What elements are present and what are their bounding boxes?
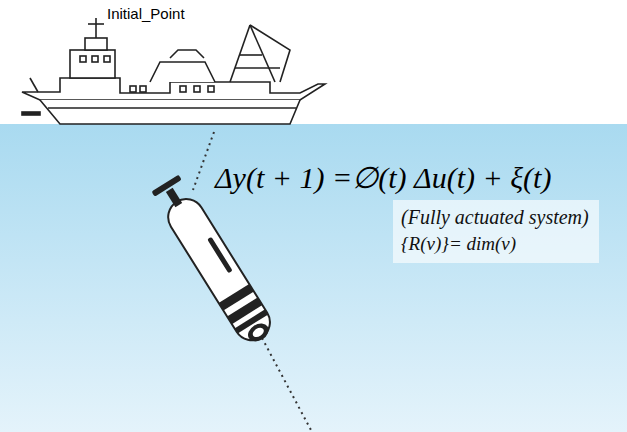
- auv: [150, 174, 278, 349]
- note-box: (Fully actuated system){R(v)}= dim(v): [393, 200, 599, 263]
- water: [0, 124, 627, 432]
- equation: Δy(t + 1) =∅(t) Δu(t) + ξ(t): [215, 160, 551, 195]
- note-heading: (Fully actuated system): [401, 203, 591, 231]
- note-formula: {R(v)}= dim(v): [401, 231, 591, 258]
- point-label: Initial_Point: [107, 5, 185, 22]
- ship: [22, 18, 325, 124]
